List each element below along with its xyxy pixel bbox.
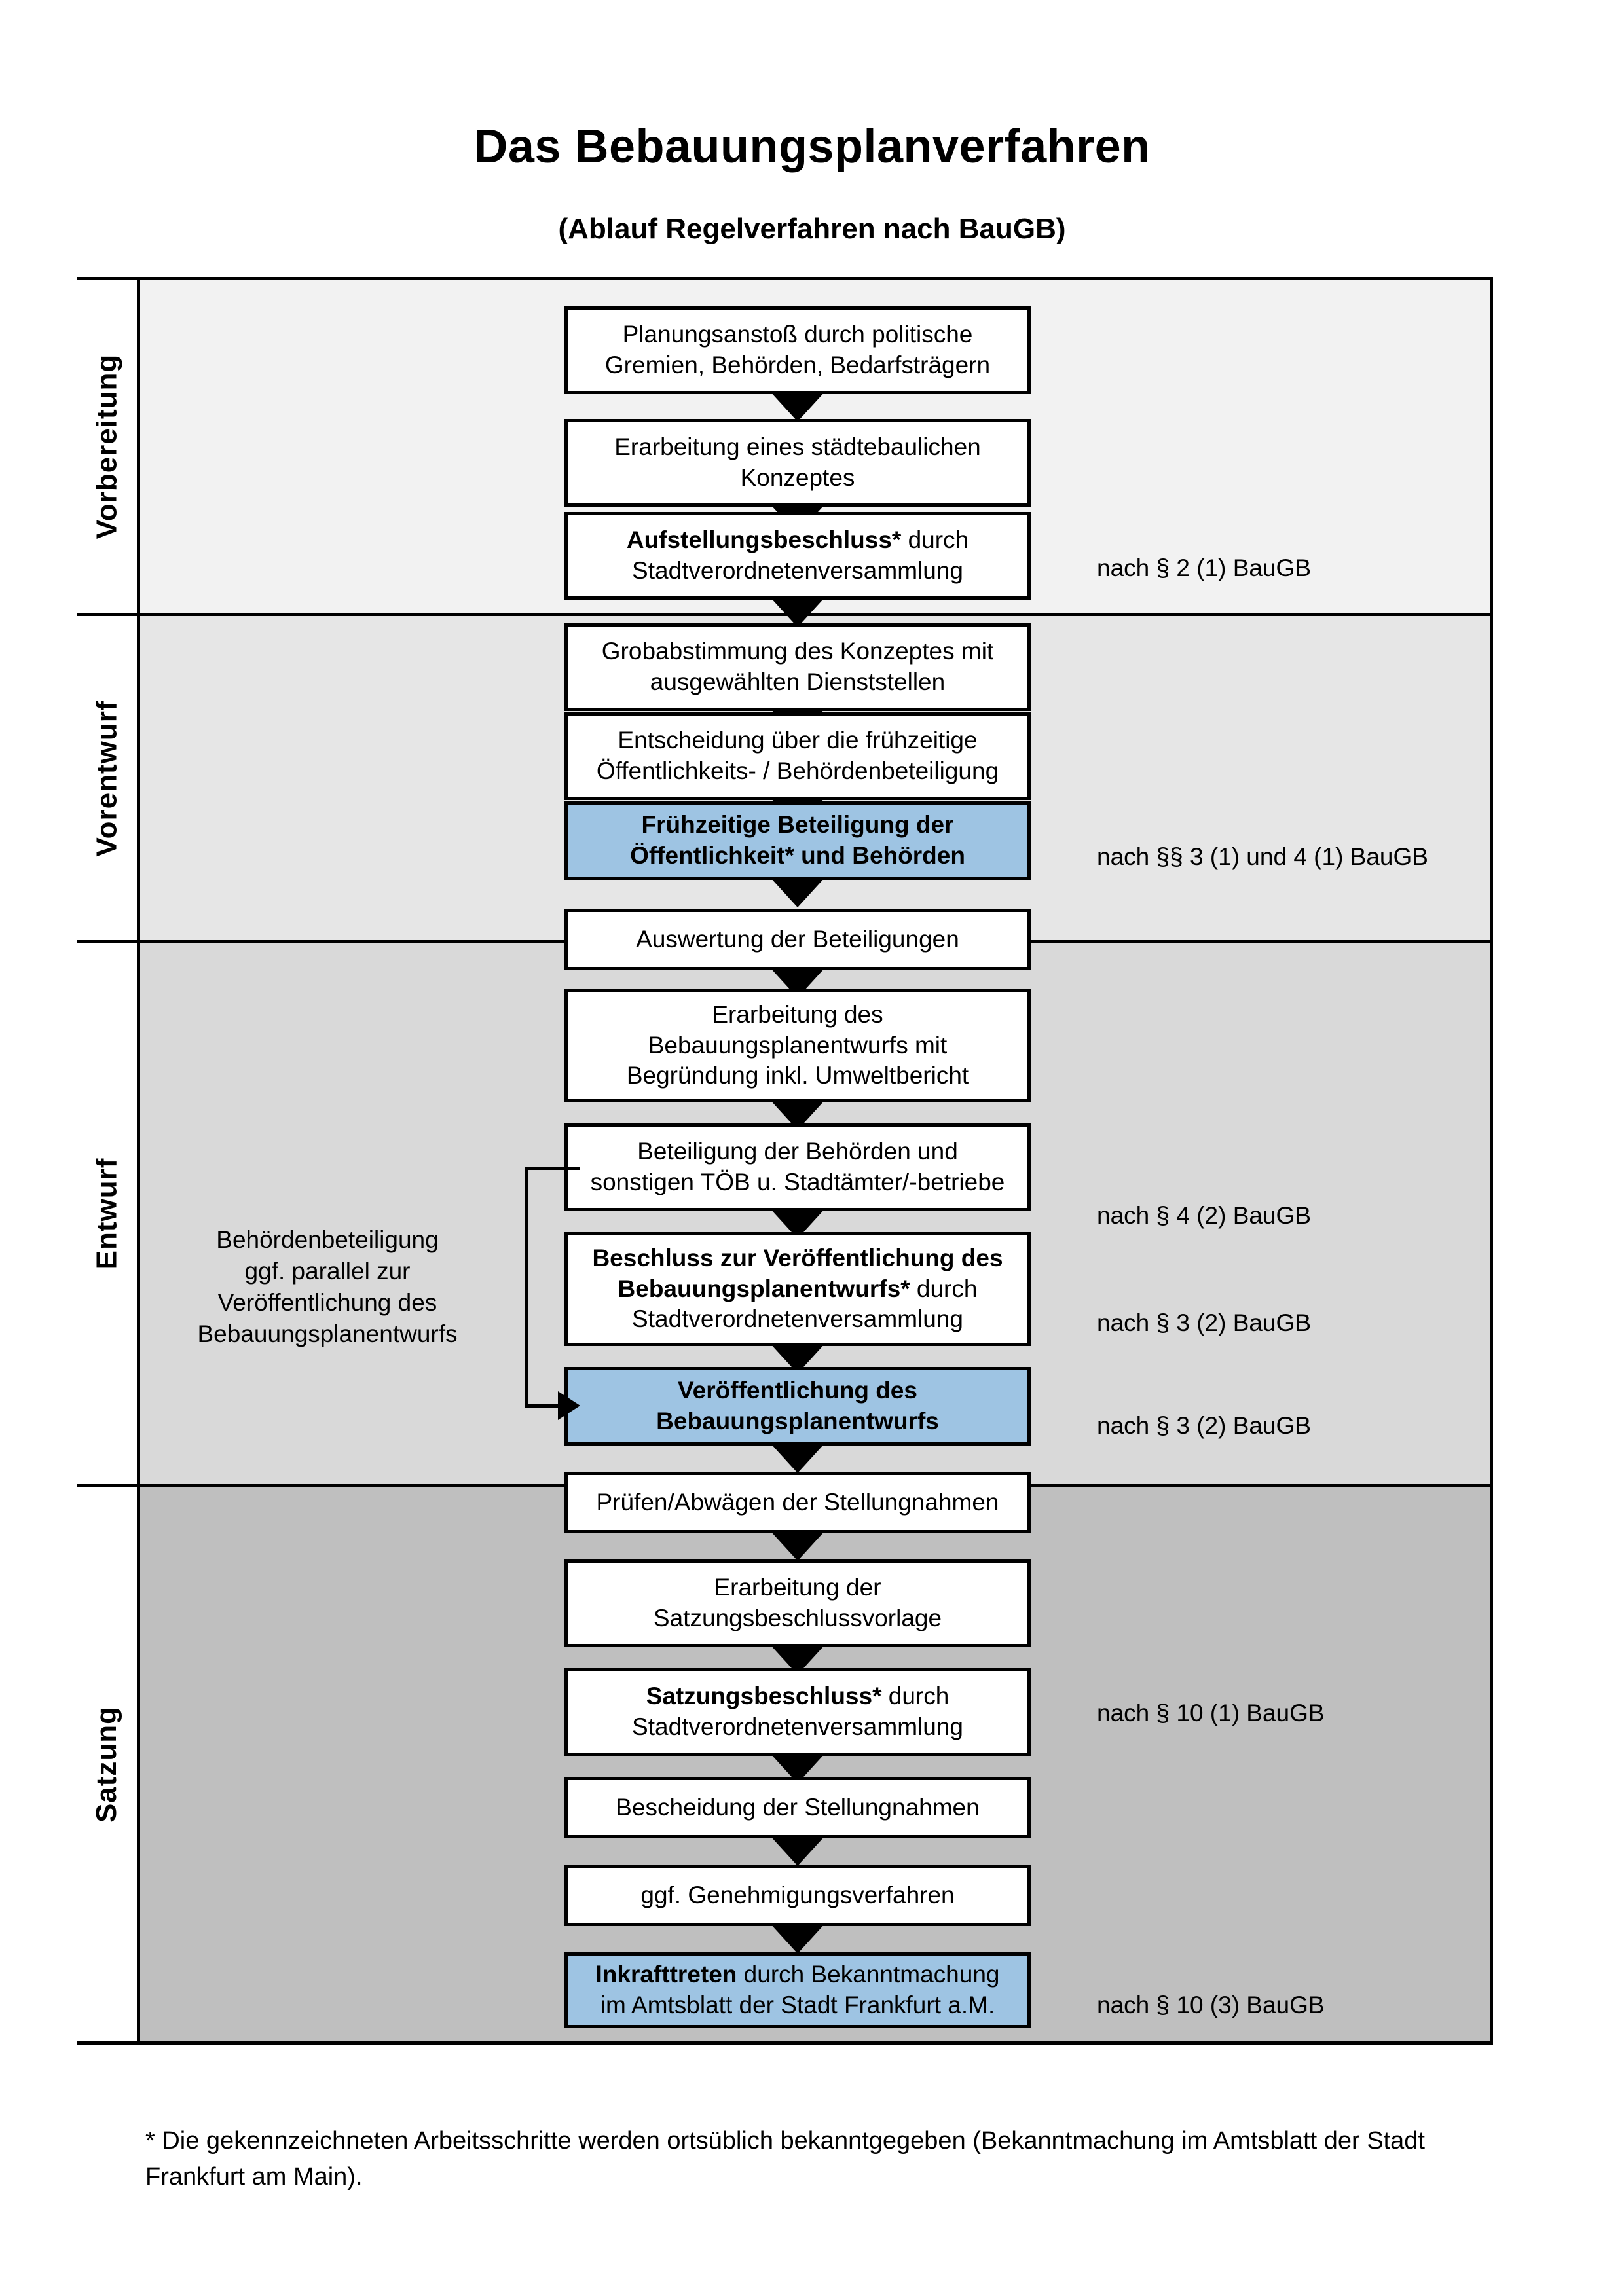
process-node-inkrafttreten[interactable]: Inkrafttreten durch Bekanntmachung im Am… bbox=[564, 1952, 1031, 2028]
footnote-text: * Die gekennzeichneten Arbeitsschritte w… bbox=[145, 2127, 1425, 2191]
node-line: durch bbox=[910, 1275, 978, 1302]
loop-segment-horizontal-top bbox=[525, 1167, 580, 1170]
node-line: Konzeptes bbox=[740, 464, 855, 491]
process-node-satzungsbeschluss[interactable]: Satzungsbeschluss* durch Stadtverordnete… bbox=[564, 1668, 1031, 1756]
loop-segment-vertical bbox=[525, 1167, 528, 1408]
node-line: Planungsanstoß durch politische bbox=[622, 321, 973, 348]
annotation-baugb-10-3: nach § 10 (3) BauGB bbox=[1097, 1992, 1325, 2018]
node-line: Erarbeitung der bbox=[714, 1574, 881, 1601]
process-node-pruefen-abwaegen[interactable]: Prüfen/Abwägen der Stellungnahmen bbox=[564, 1472, 1031, 1533]
node-line: Veröffentlichung des bbox=[678, 1377, 917, 1404]
node-line: Prüfen/Abwägen der Stellungnahmen bbox=[596, 1488, 999, 1516]
node-line: Bebauungsplanentwurfs bbox=[656, 1408, 939, 1434]
phase-label-satzung: Satzung bbox=[77, 1487, 137, 2041]
page-title: Das Bebauungsplanverfahren bbox=[473, 120, 1151, 173]
node-line: Erarbeitung des bbox=[712, 1000, 883, 1028]
node-line-bold: Aufstellungsbeschluss* bbox=[626, 526, 902, 554]
node-line: Bebauungsplanentwurfs mit bbox=[648, 1031, 948, 1059]
node-line: im Amtsblatt der Stadt Frankfurt a.M. bbox=[600, 1992, 995, 2018]
annotation-baugb-3-2-b: nach § 3 (2) BauGB bbox=[1097, 1412, 1312, 1439]
process-node-entscheidung-fruehzeitige-beteiligung[interactable]: Entscheidung über die frühzeitige Öffent… bbox=[564, 712, 1031, 800]
phase-label-satzung-text: Satzung bbox=[90, 1705, 123, 1823]
process-node-grobabstimmung[interactable]: Grobabstimmung des Konzeptes mit ausgewä… bbox=[564, 623, 1031, 711]
flow-arrow-down-icon bbox=[770, 1443, 825, 1473]
process-node-staedtebauliches-konzept[interactable]: Erarbeitung eines städtebaulichen Konzep… bbox=[564, 419, 1031, 507]
node-line: durch Bekanntmachung bbox=[737, 1961, 1000, 1988]
process-node-beschluss-veroeffentlichung[interactable]: Beschluss zur Veröffentlichung des Bebau… bbox=[564, 1232, 1031, 1346]
node-line: ausgewählten Dienststellen bbox=[650, 668, 946, 695]
node-line: Entscheidung über die frühzeitige bbox=[618, 727, 978, 754]
side-note-line: Bebauungsplanentwurfs bbox=[197, 1321, 458, 1348]
node-line: durch bbox=[881, 1683, 950, 1710]
node-line: Stadtverordnetenversammlung bbox=[632, 557, 963, 584]
node-line: sonstigen TÖB u. Stadtämter/-betriebe bbox=[590, 1169, 1005, 1195]
phase-label-vorentwurf: Vorentwurf bbox=[77, 616, 137, 940]
node-line: Auswertung der Beteiligungen bbox=[636, 925, 959, 953]
node-line: Satzungsbeschlussvorlage bbox=[653, 1605, 942, 1631]
phase-label-entwurf: Entwurf bbox=[77, 943, 137, 1484]
flow-arrow-down-icon bbox=[770, 1836, 825, 1866]
process-node-auswertung-beteiligungen[interactable]: Auswertung der Beteiligungen bbox=[564, 909, 1031, 970]
node-line: Gremien, Behörden, Bedarfsträgern bbox=[604, 352, 991, 378]
flow-arrow-down-icon bbox=[770, 1531, 825, 1561]
node-line-bold: Beschluss zur Veröffentlichung des bbox=[592, 1244, 1003, 1271]
phase-label-vorbereitung: Vorbereitung bbox=[77, 280, 137, 613]
process-node-aufstellungsbeschluss[interactable]: Aufstellungsbeschluss* durch Stadtverord… bbox=[564, 512, 1031, 600]
phase-label-entwurf-text: Entwurf bbox=[90, 1157, 123, 1269]
flow-arrow-down-icon bbox=[770, 392, 825, 422]
phase-label-vorentwurf-text: Vorentwurf bbox=[90, 700, 123, 856]
feedback-loop-connector bbox=[509, 1167, 588, 1429]
node-line-bold: Inkrafttreten bbox=[595, 1961, 737, 1988]
node-line: Erarbeitung eines städtebaulichen bbox=[614, 433, 981, 461]
node-line: Öffentlichkeit* und Behörden bbox=[630, 842, 965, 869]
node-line: ggf. Genehmigungsverfahren bbox=[640, 1881, 955, 1908]
process-node-erarbeitung-satzungsbeschlussvorlage[interactable]: Erarbeitung der Satzungsbeschlussvorlage bbox=[564, 1559, 1031, 1647]
node-line: Stadtverordnetenversammlung bbox=[632, 1305, 963, 1333]
loop-arrowhead-icon bbox=[558, 1391, 580, 1420]
process-node-beteiligung-behoerden-toeb[interactable]: Beteiligung der Behörden und sonstigen T… bbox=[564, 1123, 1031, 1211]
phase-label-vorbereitung-text: Vorbereitung bbox=[90, 354, 123, 539]
node-line: durch bbox=[901, 526, 969, 554]
flow-arrow-down-icon bbox=[770, 1923, 825, 1954]
process-node-fruehzeitige-beteiligung[interactable]: Frühzeitige Beteiligung der Öffentlichke… bbox=[564, 801, 1031, 880]
node-line: Beteiligung der Behörden und bbox=[637, 1138, 958, 1165]
side-note-line: Veröffentlichung des bbox=[217, 1289, 437, 1317]
node-line: Begründung inkl. Umweltbericht bbox=[626, 1062, 969, 1089]
phase-gutter-divider bbox=[137, 277, 140, 2045]
side-note-behoerdenbeteiligung: Behördenbeteiligung ggf. parallel zur Ve… bbox=[164, 1224, 491, 1350]
node-line-bold: Satzungsbeschluss* bbox=[646, 1683, 882, 1710]
annotation-baugb-3-2-a: nach § 3 (2) BauGB bbox=[1097, 1309, 1312, 1336]
node-line: Öffentlichkeits- / Behördenbeteiligung bbox=[596, 757, 999, 784]
annotation-baugb-10-1: nach § 10 (1) BauGB bbox=[1097, 1700, 1325, 1726]
annotation-baugb-3-1-4-1: nach §§ 3 (1) und 4 (1) BauGB bbox=[1097, 843, 1428, 870]
side-note-line: Behördenbeteiligung bbox=[216, 1226, 439, 1253]
annotation-baugb-2-1: nach § 2 (1) BauGB bbox=[1097, 555, 1312, 581]
annotation-baugb-4-2: nach § 4 (2) BauGB bbox=[1097, 1202, 1312, 1229]
node-line: Bescheidung der Stellungnahmen bbox=[616, 1793, 980, 1821]
process-node-planungsanstoss[interactable]: Planungsanstoß durch politische Gremien,… bbox=[564, 306, 1031, 394]
node-line: Grobabstimmung des Konzeptes mit bbox=[601, 638, 994, 665]
loop-segment-horizontal-bottom bbox=[525, 1404, 559, 1408]
flow-arrow-down-icon bbox=[770, 597, 825, 627]
process-node-bescheidung-stellungnahmen[interactable]: Bescheidung der Stellungnahmen bbox=[564, 1777, 1031, 1838]
page-subtitle: (Ablauf Regelverfahren nach BauGB) bbox=[558, 213, 1066, 245]
process-node-genehmigungsverfahren[interactable]: ggf. Genehmigungsverfahren bbox=[564, 1865, 1031, 1926]
process-node-veroeffentlichung-bebauungsplanentwurf[interactable]: Veröffentlichung des Bebauungsplanentwur… bbox=[564, 1367, 1031, 1446]
side-note-line: ggf. parallel zur bbox=[244, 1258, 411, 1285]
node-line: Frühzeitige Beteiligung der bbox=[641, 811, 954, 839]
flow-arrow-down-icon bbox=[770, 877, 825, 907]
process-node-erarbeitung-bebauungsplanentwurf[interactable]: Erarbeitung des Bebauungsplanentwurfs mi… bbox=[564, 989, 1031, 1102]
node-line: Stadtverordnetenversammlung bbox=[632, 1713, 963, 1740]
node-line-bold: Bebauungsplanentwurfs* bbox=[618, 1275, 910, 1302]
